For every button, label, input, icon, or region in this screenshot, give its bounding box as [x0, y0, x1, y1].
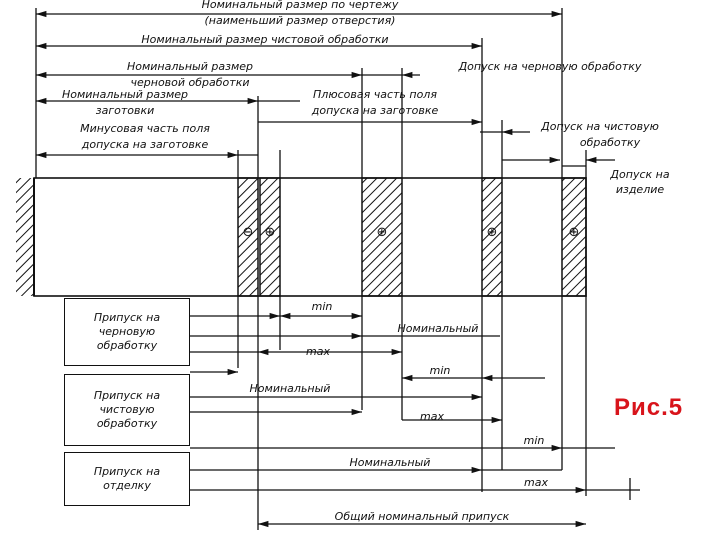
extension-lines [35, 8, 587, 530]
box-rough-line-2: черновую [98, 325, 156, 338]
plus-sign-icon: ⊕ [265, 225, 276, 240]
box-polish-line-1: Припуск на [93, 465, 161, 478]
label-min-1: min [312, 300, 333, 313]
label-nominal-rough-2: черновой обработки [131, 76, 250, 89]
label-max-2: max [420, 410, 444, 423]
label-plus-tol-2: допуска на заготовке [311, 104, 439, 117]
label-minus-tol-1: Минусовая часть поля [80, 122, 210, 135]
lower-labels: min Номинальный max min Номинальный max … [250, 300, 549, 523]
minus-sign-icon: ⊖ [243, 225, 254, 240]
box-finish-allowance: Припуск на чистовую обработку [64, 374, 190, 446]
label-plus-tol-1: Плюсовая часть поля [313, 88, 437, 101]
label-nominal-finish: Номинальный размер чистовой обработки [141, 33, 388, 46]
label-nominal-rough-1: Номинальный размер [127, 60, 253, 73]
label-finish-tol-1: Допуск на чистовую [540, 120, 659, 133]
label-minus-tol-2: допуска на заготовке [81, 138, 209, 151]
label-nominal-blank-2: заготовки [96, 104, 155, 117]
tolerance-zones [237, 177, 587, 297]
box-finish-line-3: обработку [96, 417, 158, 430]
label-product-tol-1: Допуск на [609, 168, 669, 181]
wall-hatch [16, 178, 35, 296]
plus-sign-icon: ⊕ [487, 225, 498, 240]
label-min-3: min [524, 434, 545, 447]
box-finish-line-2: чистовую [99, 403, 155, 416]
label-nominal-3: Номинальный [350, 456, 431, 469]
label-nominal-drawing-2: (наименьший размер отверстия) [205, 14, 396, 27]
label-total-allowance: Общий номинальный припуск [335, 510, 510, 523]
box-rough-line-1: Припуск на [93, 311, 161, 324]
lower-dimensions [190, 312, 640, 528]
plus-sign-icon: ⊕ [377, 225, 388, 240]
sign-markers: ⊖ ⊕ ⊕ ⊕ ⊕ [243, 225, 580, 240]
box-polish-line-2: отделку [103, 479, 151, 492]
box-polish-allowance: Припуск на отделку [64, 452, 190, 506]
label-rough-tol: Допуск на черновую обработку [458, 60, 642, 73]
box-finish-line-1: Припуск на [93, 389, 161, 402]
label-nominal-drawing-1: Номинальный размер по чертежу [202, 0, 399, 11]
label-nominal-1: Номинальный [398, 322, 479, 335]
label-finish-tol-2: обработку [580, 136, 641, 149]
label-max-3: max [524, 476, 548, 489]
figure-label: Рис.5 [614, 394, 684, 421]
box-rough-line-3: обработку [96, 339, 158, 352]
upper-dimensions [36, 10, 615, 167]
part-body [33, 177, 587, 297]
upper-labels: Номинальный размер по чертежу (наименьши… [62, 0, 670, 196]
label-nominal-2: Номинальный [250, 382, 331, 395]
plus-sign-icon: ⊕ [569, 225, 580, 240]
label-nominal-blank-1: Номинальный размер [62, 88, 188, 101]
label-max-1: max [306, 345, 330, 358]
box-rough-allowance: Припуск на черновую обработку [64, 298, 190, 366]
label-min-2: min [430, 364, 451, 377]
label-product-tol-2: изделие [616, 183, 665, 196]
